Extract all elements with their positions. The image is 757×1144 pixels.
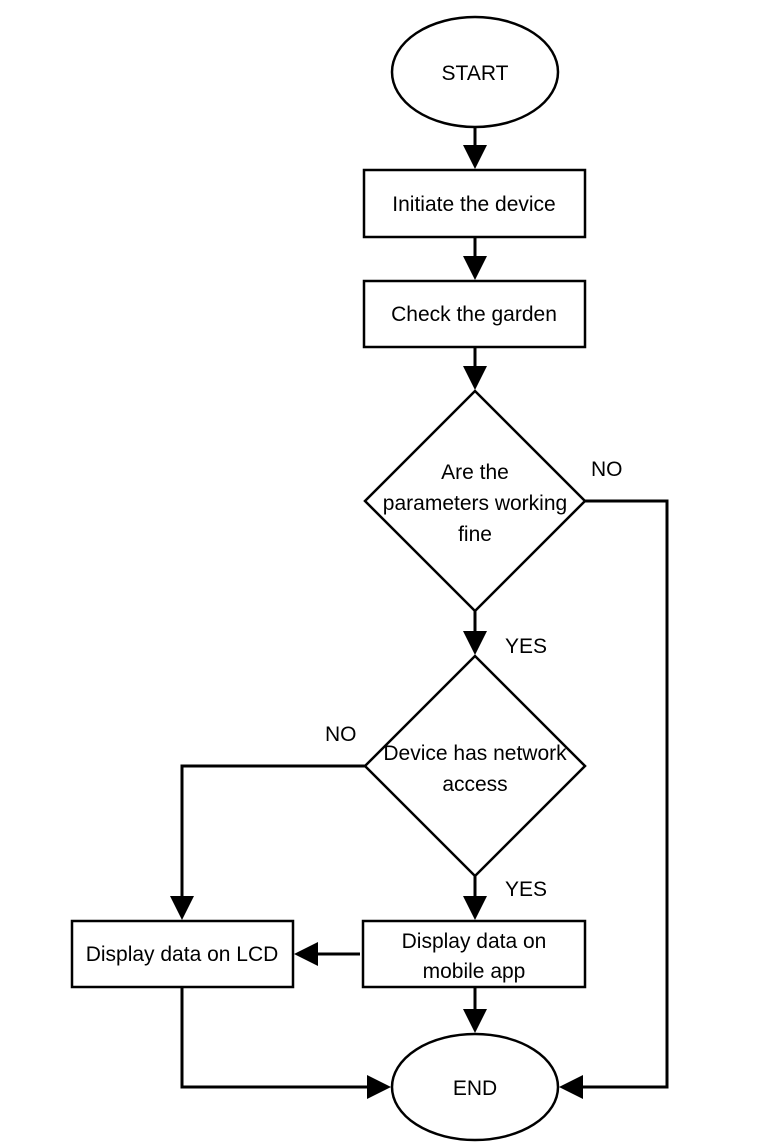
decision-network-diamond: Device has network access [363,654,587,878]
arrow-decision2-no-to-lcd [170,764,365,920]
decision-parameters-diamond: Are the parameters working fine [363,389,587,613]
decision-network-line-2: access [442,773,507,796]
check-garden-box: Check the garden [362,279,587,349]
initiate-device-label: Initiate the device [392,193,555,216]
start-node: START [390,15,560,129]
initiate-device-box: Initiate the device [362,168,587,239]
decision1-yes-label: YES [505,635,547,658]
display-mobile-box: Display data on mobile app [361,919,587,989]
check-garden-label: Check the garden [391,303,557,326]
arrow-lcd-to-end [180,987,391,1099]
display-mobile-line-1: Display data on [402,930,547,953]
decision2-no-label: NO [325,723,357,746]
decision-network-line-1: Device has network [383,742,567,765]
end-label: END [453,1077,497,1100]
decision-parameters-line-3: fine [458,523,492,546]
display-mobile-line-2: mobile app [423,960,526,983]
decision2-yes-label: YES [505,878,547,901]
arrow-decision1-no-to-end [559,499,669,1099]
end-node: END [390,1032,560,1142]
start-label: START [442,62,509,85]
decision1-no-label: NO [591,458,623,481]
decision-parameters-line-1: Are the [441,461,509,484]
display-lcd-label: Display data on LCD [86,943,279,966]
display-lcd-box: Display data on LCD [70,919,295,989]
decision-parameters-line-2: parameters working [383,492,567,515]
